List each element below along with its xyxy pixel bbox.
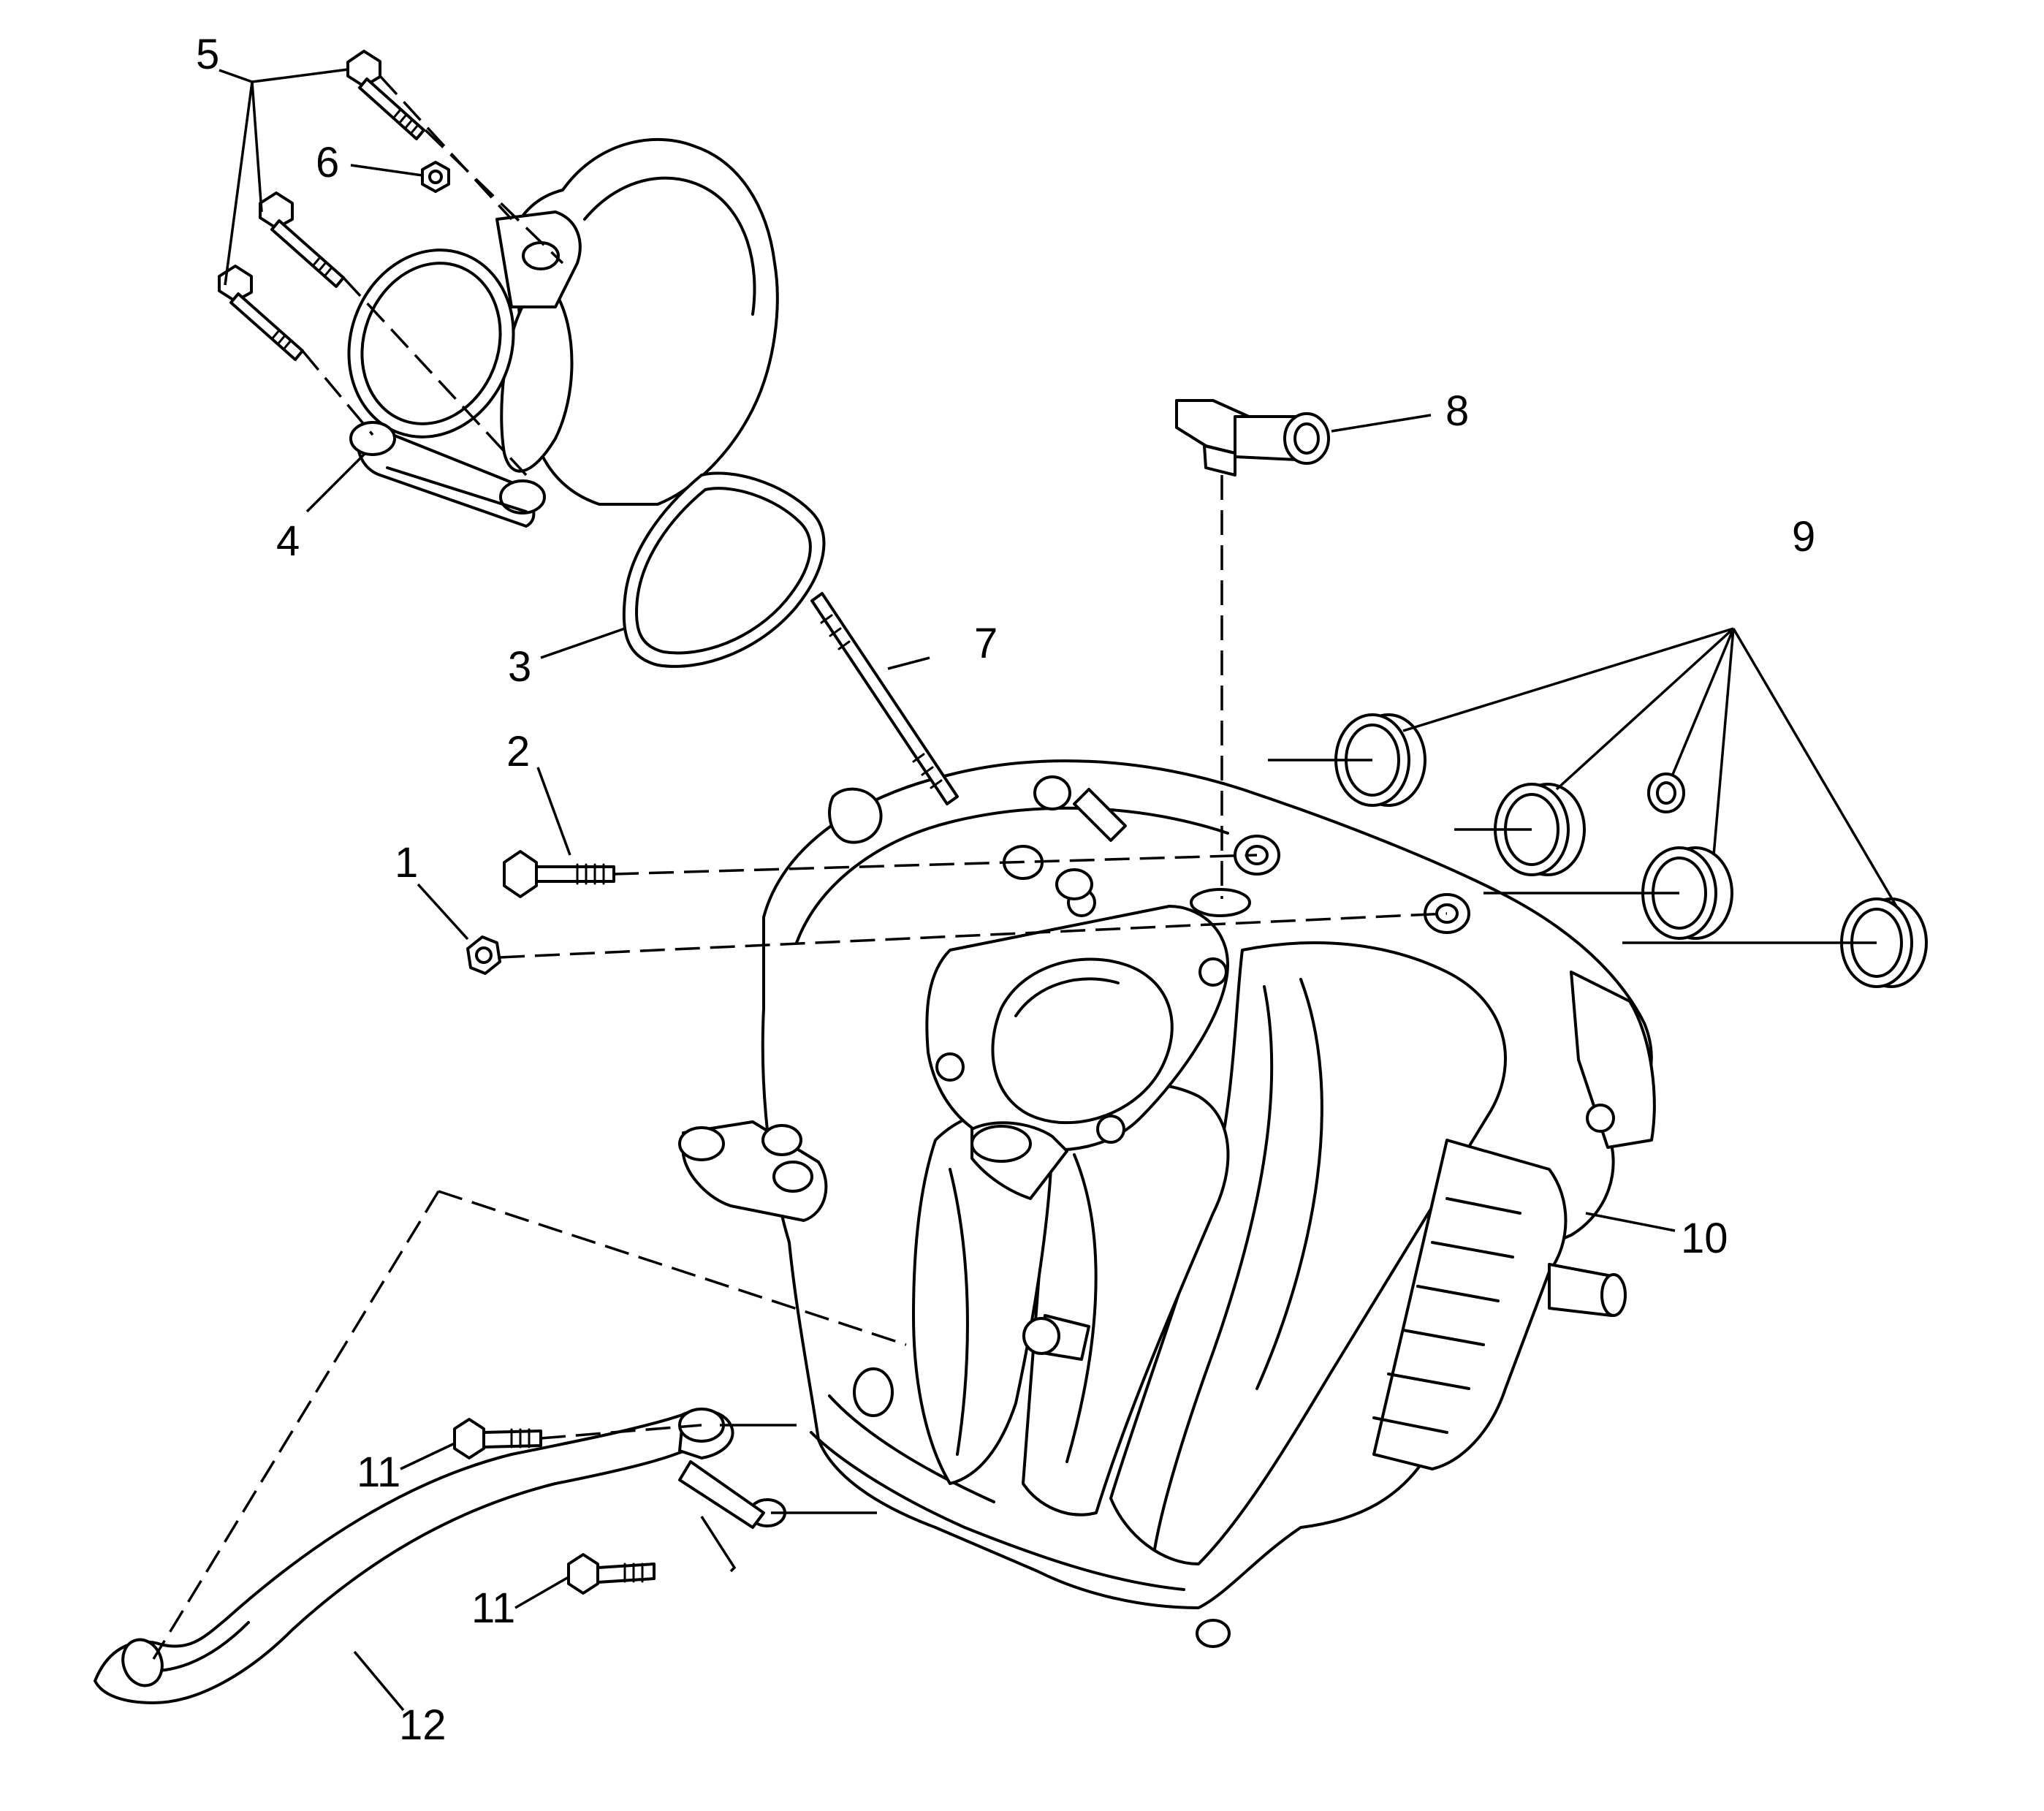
callout-3: 3 bbox=[508, 643, 531, 691]
seal-9-small bbox=[1647, 772, 1685, 813]
callout-4: 4 bbox=[276, 517, 300, 565]
stud-7 bbox=[810, 592, 959, 805]
throttle-body-gasket bbox=[622, 471, 826, 668]
intake-manifold bbox=[678, 759, 1656, 1648]
vacuum-hose-12 bbox=[94, 1408, 786, 1704]
throttle-body bbox=[347, 137, 779, 528]
callout-11-lower: 11 bbox=[471, 1584, 515, 1632]
nut-1 bbox=[466, 935, 501, 975]
callout-11-upper: 11 bbox=[357, 1449, 400, 1496]
callout-12: 12 bbox=[399, 1701, 447, 1749]
callout-1: 1 bbox=[395, 839, 418, 886]
bolt-5-top bbox=[346, 50, 425, 140]
callout-7: 7 bbox=[974, 620, 998, 667]
callout-2: 2 bbox=[506, 728, 530, 775]
callouts: 5 6 4 3 7 8 9 2 1 10 11 11 12 bbox=[196, 31, 1815, 1749]
bolt-2 bbox=[503, 850, 615, 898]
bolt-5-lower bbox=[218, 265, 304, 361]
callout-9: 9 bbox=[1792, 513, 1815, 561]
bolt-11-upper bbox=[453, 1418, 542, 1459]
sensor-8 bbox=[1175, 399, 1330, 477]
bolt-5-middle bbox=[259, 191, 345, 288]
alignment-lines bbox=[152, 75, 1448, 1660]
callout-8: 8 bbox=[1445, 387, 1469, 435]
bolt-11-lower bbox=[567, 1553, 656, 1595]
callout-6: 6 bbox=[316, 139, 339, 186]
callout-5: 5 bbox=[196, 31, 219, 78]
callout-10: 10 bbox=[1681, 1215, 1728, 1262]
nut-6 bbox=[421, 161, 450, 193]
leader-lines bbox=[219, 68, 1898, 1712]
